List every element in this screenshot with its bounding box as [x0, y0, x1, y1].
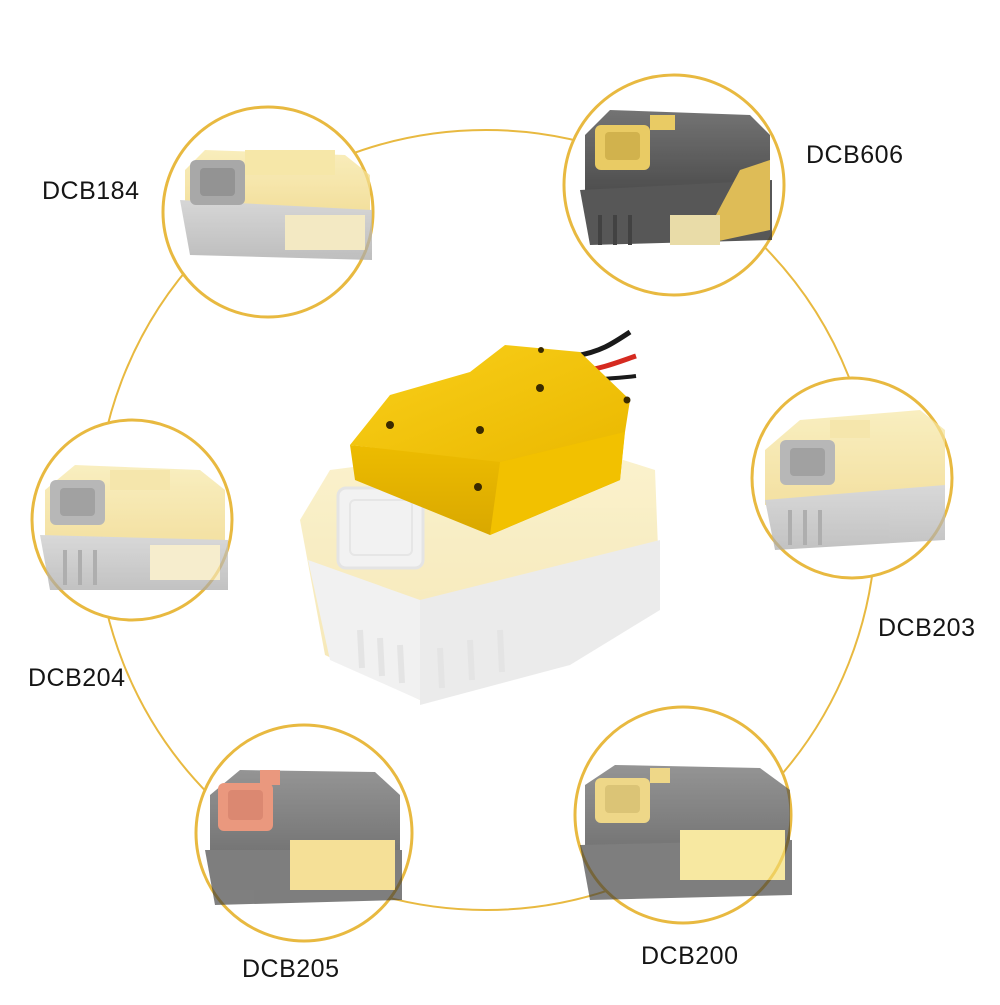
label-dcb200: DCB200: [641, 942, 739, 970]
label-dcb203: DCB203: [878, 614, 976, 642]
screw-holes: [386, 347, 631, 491]
battery-dcb204: [30, 418, 234, 622]
battery-dcb205: [194, 723, 414, 943]
adapter-top-face: [350, 345, 630, 462]
battery-adapter: [300, 329, 660, 705]
battery-dcb203: [750, 376, 954, 580]
battery-dcb200: [573, 705, 793, 925]
ghost-battery-base: [300, 440, 660, 705]
label-dcb205: DCB205: [242, 955, 340, 983]
battery-dcb184: [161, 105, 375, 319]
label-dcb204: DCB204: [28, 664, 126, 692]
battery-dcb606: [562, 73, 786, 297]
wire-black: [574, 329, 632, 359]
label-dcb184: DCB184: [42, 177, 140, 205]
label-dcb606: DCB606: [806, 141, 904, 169]
